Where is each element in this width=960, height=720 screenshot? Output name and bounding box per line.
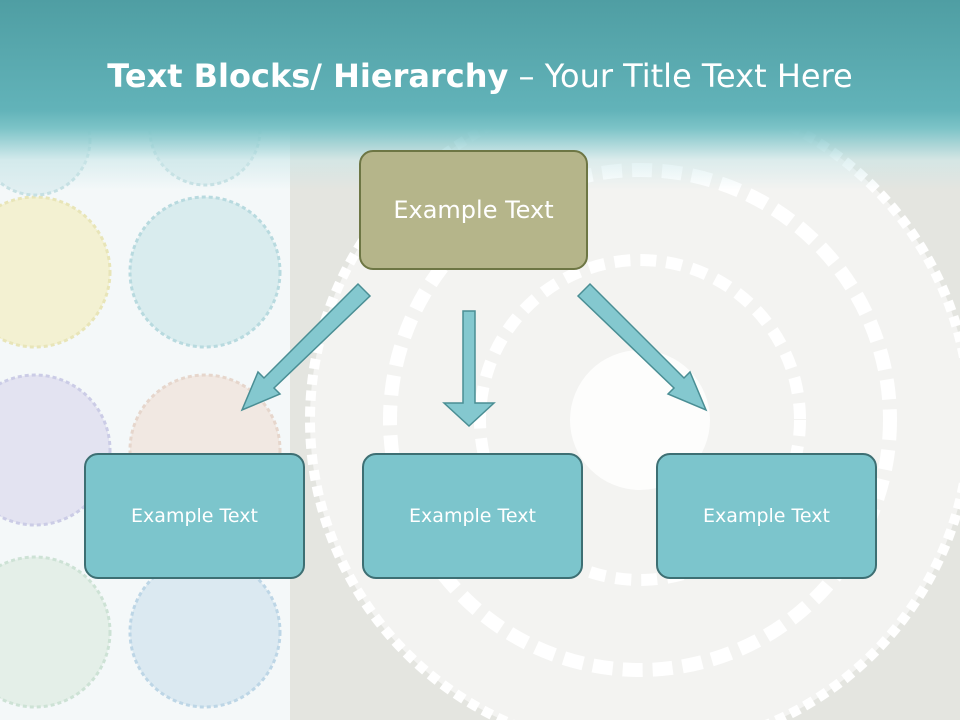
doily-green bbox=[0, 555, 112, 709]
title-rest-part: – Your Title Text Here bbox=[508, 57, 853, 95]
arrow-right bbox=[576, 282, 708, 412]
large-doily-ring-inner bbox=[474, 254, 806, 586]
doily-blue-1 bbox=[128, 195, 282, 349]
doily-lavender bbox=[0, 373, 112, 527]
child-box-left[interactable]: Example Text bbox=[84, 453, 305, 579]
doily-yellow bbox=[0, 195, 112, 349]
title-bold-part: Text Blocks/ Hierarchy bbox=[107, 57, 509, 95]
child-box-right[interactable]: Example Text bbox=[656, 453, 877, 579]
arrow-left bbox=[240, 282, 372, 412]
arrow-down bbox=[442, 310, 496, 428]
top-level-box[interactable]: Example Text bbox=[359, 150, 588, 270]
page-title: Text Blocks/ Hierarchy – Your Title Text… bbox=[0, 52, 960, 100]
child-box-center[interactable]: Example Text bbox=[362, 453, 583, 579]
